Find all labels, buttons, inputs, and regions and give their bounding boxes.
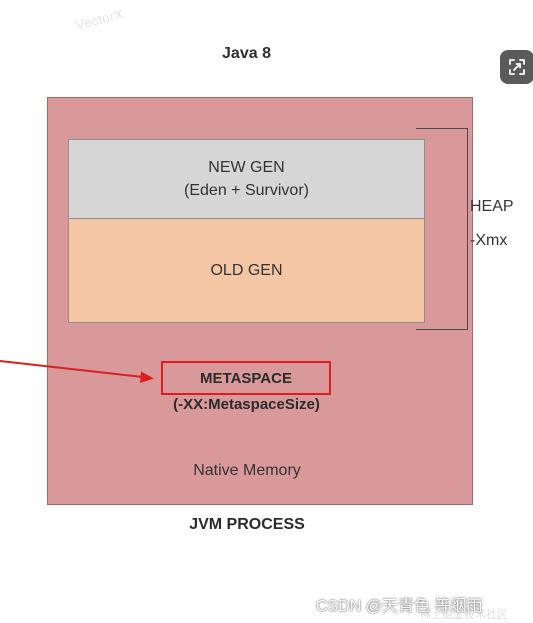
expand-button[interactable]: [500, 50, 533, 84]
native-memory-label: Native Memory: [193, 462, 301, 479]
pointer-arrow: [0, 360, 154, 383]
old-gen-label: OLD GEN: [210, 261, 283, 279]
heap-bracket: [416, 128, 468, 330]
heap-option: -Xmx: [470, 232, 508, 249]
old-gen-box: OLD GEN: [68, 219, 425, 323]
new-gen-box: NEW GEN (Eden + Survivor): [68, 139, 425, 219]
metaspace-label: METASPACE: [200, 369, 292, 387]
new-gen-label: NEW GEN: [208, 159, 285, 176]
heap-label: HEAP -Xmx: [470, 190, 514, 258]
metaspace-option: (-XX:MetaspaceSize): [173, 396, 320, 413]
new-gen-sublabel: (Eden + Survivor): [184, 182, 309, 199]
metaspace-box: METASPACE: [161, 361, 331, 395]
expand-icon: [508, 58, 526, 76]
faint-watermark: 稀土掘金技术社区: [420, 609, 508, 621]
diagram-title: Java 8: [222, 45, 271, 62]
heap-title: HEAP: [470, 198, 514, 215]
csdn-watermark: CSDN @天青色 等烟雨: [316, 598, 483, 615]
vectorx-watermark: VectorX: [74, 6, 126, 33]
jvm-process-label: JVM PROCESS: [189, 516, 305, 533]
